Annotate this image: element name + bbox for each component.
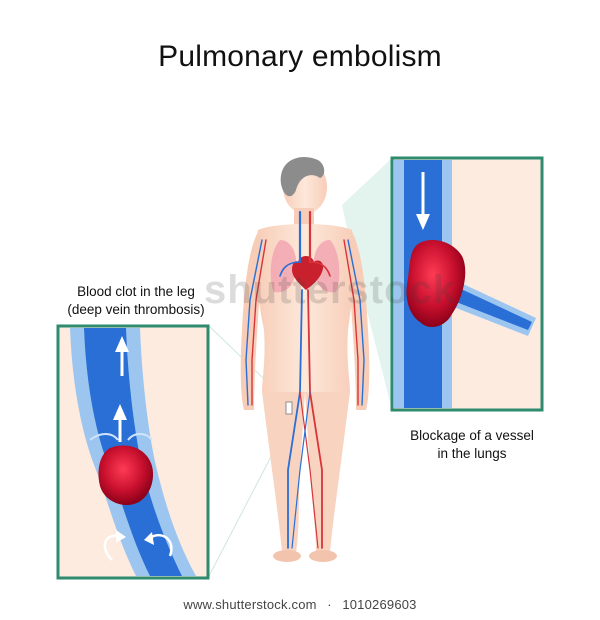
caption-line: Blockage of a vessel (410, 428, 534, 443)
footer-site: www.shutterstock.com (183, 597, 317, 612)
caption-lung-blockage: Blockage of a vessel in the lungs (382, 427, 562, 463)
hair (280, 157, 325, 197)
human-body (240, 157, 370, 562)
leg-vein-inset (56, 324, 210, 580)
zoom-connector-right (342, 158, 392, 410)
footer-credit: www.shutterstock.com · 1010269603 (0, 597, 600, 612)
caption-line: in the lungs (437, 446, 507, 461)
flow-arrow-icon (103, 530, 173, 561)
arrow-down-icon (416, 172, 430, 230)
left-leg (262, 392, 305, 552)
page-title: Pulmonary embolism (158, 40, 442, 73)
right-leg (305, 392, 350, 552)
footer-separator: · (327, 597, 332, 612)
left-lung (270, 240, 297, 293)
leg-zoom-marker (285, 401, 293, 415)
heart (292, 256, 324, 290)
right-lung (313, 240, 340, 293)
caption-leg-clot: Blood clot in the leg (deep vein thrombo… (48, 283, 224, 319)
arrow-up-icon (113, 404, 127, 442)
caption-line: Blood clot in the leg (77, 284, 195, 299)
arrow-up-icon (115, 336, 129, 376)
torso (255, 224, 355, 392)
leg-clot (98, 445, 154, 506)
footer-id: 1010269603 (342, 597, 417, 612)
vessels (245, 210, 365, 549)
lung-clot (406, 240, 466, 328)
caption-line: (deep vein thrombosis) (67, 302, 205, 317)
lung-vessel-inset (390, 156, 544, 412)
